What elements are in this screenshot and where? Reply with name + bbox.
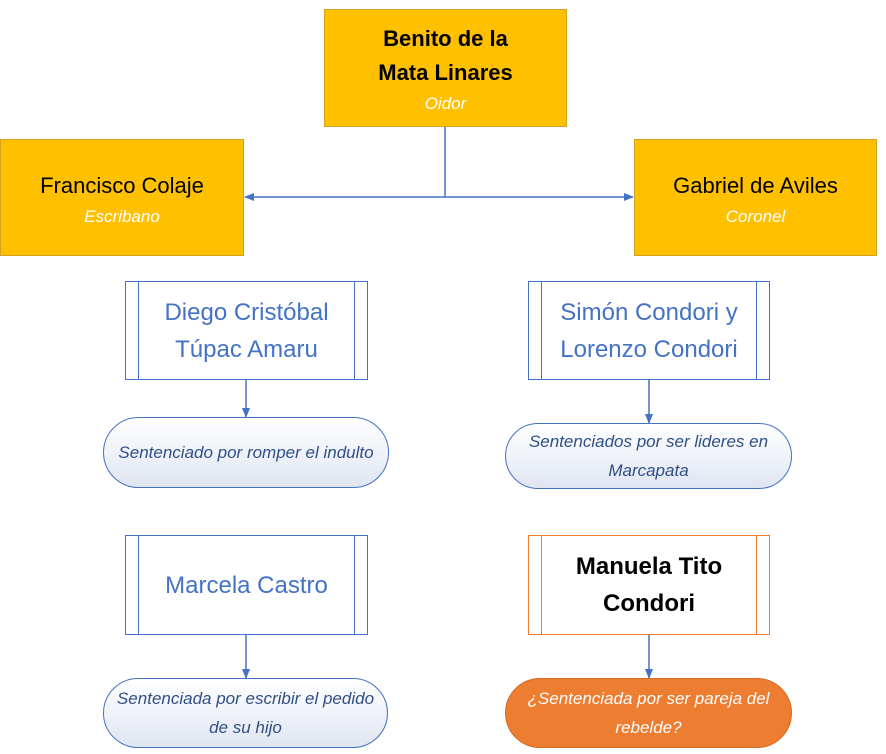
- official-name: Gabriel de Aviles: [673, 172, 838, 198]
- sentence-text: ¿Sentenciada por ser pareja del rebelde?: [527, 689, 770, 737]
- convict-box-condori: Simón Condori y Lorenzo Condori: [528, 281, 770, 380]
- official-role: Escribano: [84, 206, 160, 226]
- official-box-benito: Benito de la Mata Linares Oidor: [324, 9, 567, 127]
- convict-box-marcela: Marcela Castro: [125, 535, 368, 635]
- convict-box-manuela: Manuela Tito Condori: [528, 535, 770, 635]
- official-name: Benito de la Mata Linares: [378, 26, 513, 85]
- official-box-francisco: Francisco Colaje Escribano: [0, 139, 244, 256]
- official-name: Francisco Colaje: [40, 172, 204, 198]
- sentence-manuela: ¿Sentenciada por ser pareja del rebelde?: [505, 678, 792, 748]
- sentence-text: Sentenciada por escribir el pedido de su…: [116, 689, 375, 737]
- convict-name: Simón Condori y Lorenzo Condori: [560, 298, 738, 363]
- convict-name: Marcela Castro: [165, 571, 328, 599]
- convict-name: Diego Cristóbal Túpac Amaru: [164, 298, 329, 363]
- official-box-gabriel: Gabriel de Aviles Coronel: [634, 139, 877, 256]
- official-role: Oidor: [424, 94, 467, 113]
- convict-name: Manuela Tito Condori: [575, 553, 723, 617]
- convict-box-diego: Diego Cristóbal Túpac Amaru: [125, 281, 368, 380]
- sentence-text: Sentenciado por romper el indulto: [118, 443, 374, 462]
- sentence-condori: Sentenciados por ser lideres en Marcapat…: [505, 423, 792, 489]
- sentence-text: Sentenciados por ser lideres en Marcapat…: [528, 432, 769, 480]
- official-role: Coronel: [725, 206, 786, 226]
- sentence-marcela: Sentenciada por escribir el pedido de su…: [103, 678, 388, 748]
- sentence-diego: Sentenciado por romper el indulto: [103, 417, 389, 488]
